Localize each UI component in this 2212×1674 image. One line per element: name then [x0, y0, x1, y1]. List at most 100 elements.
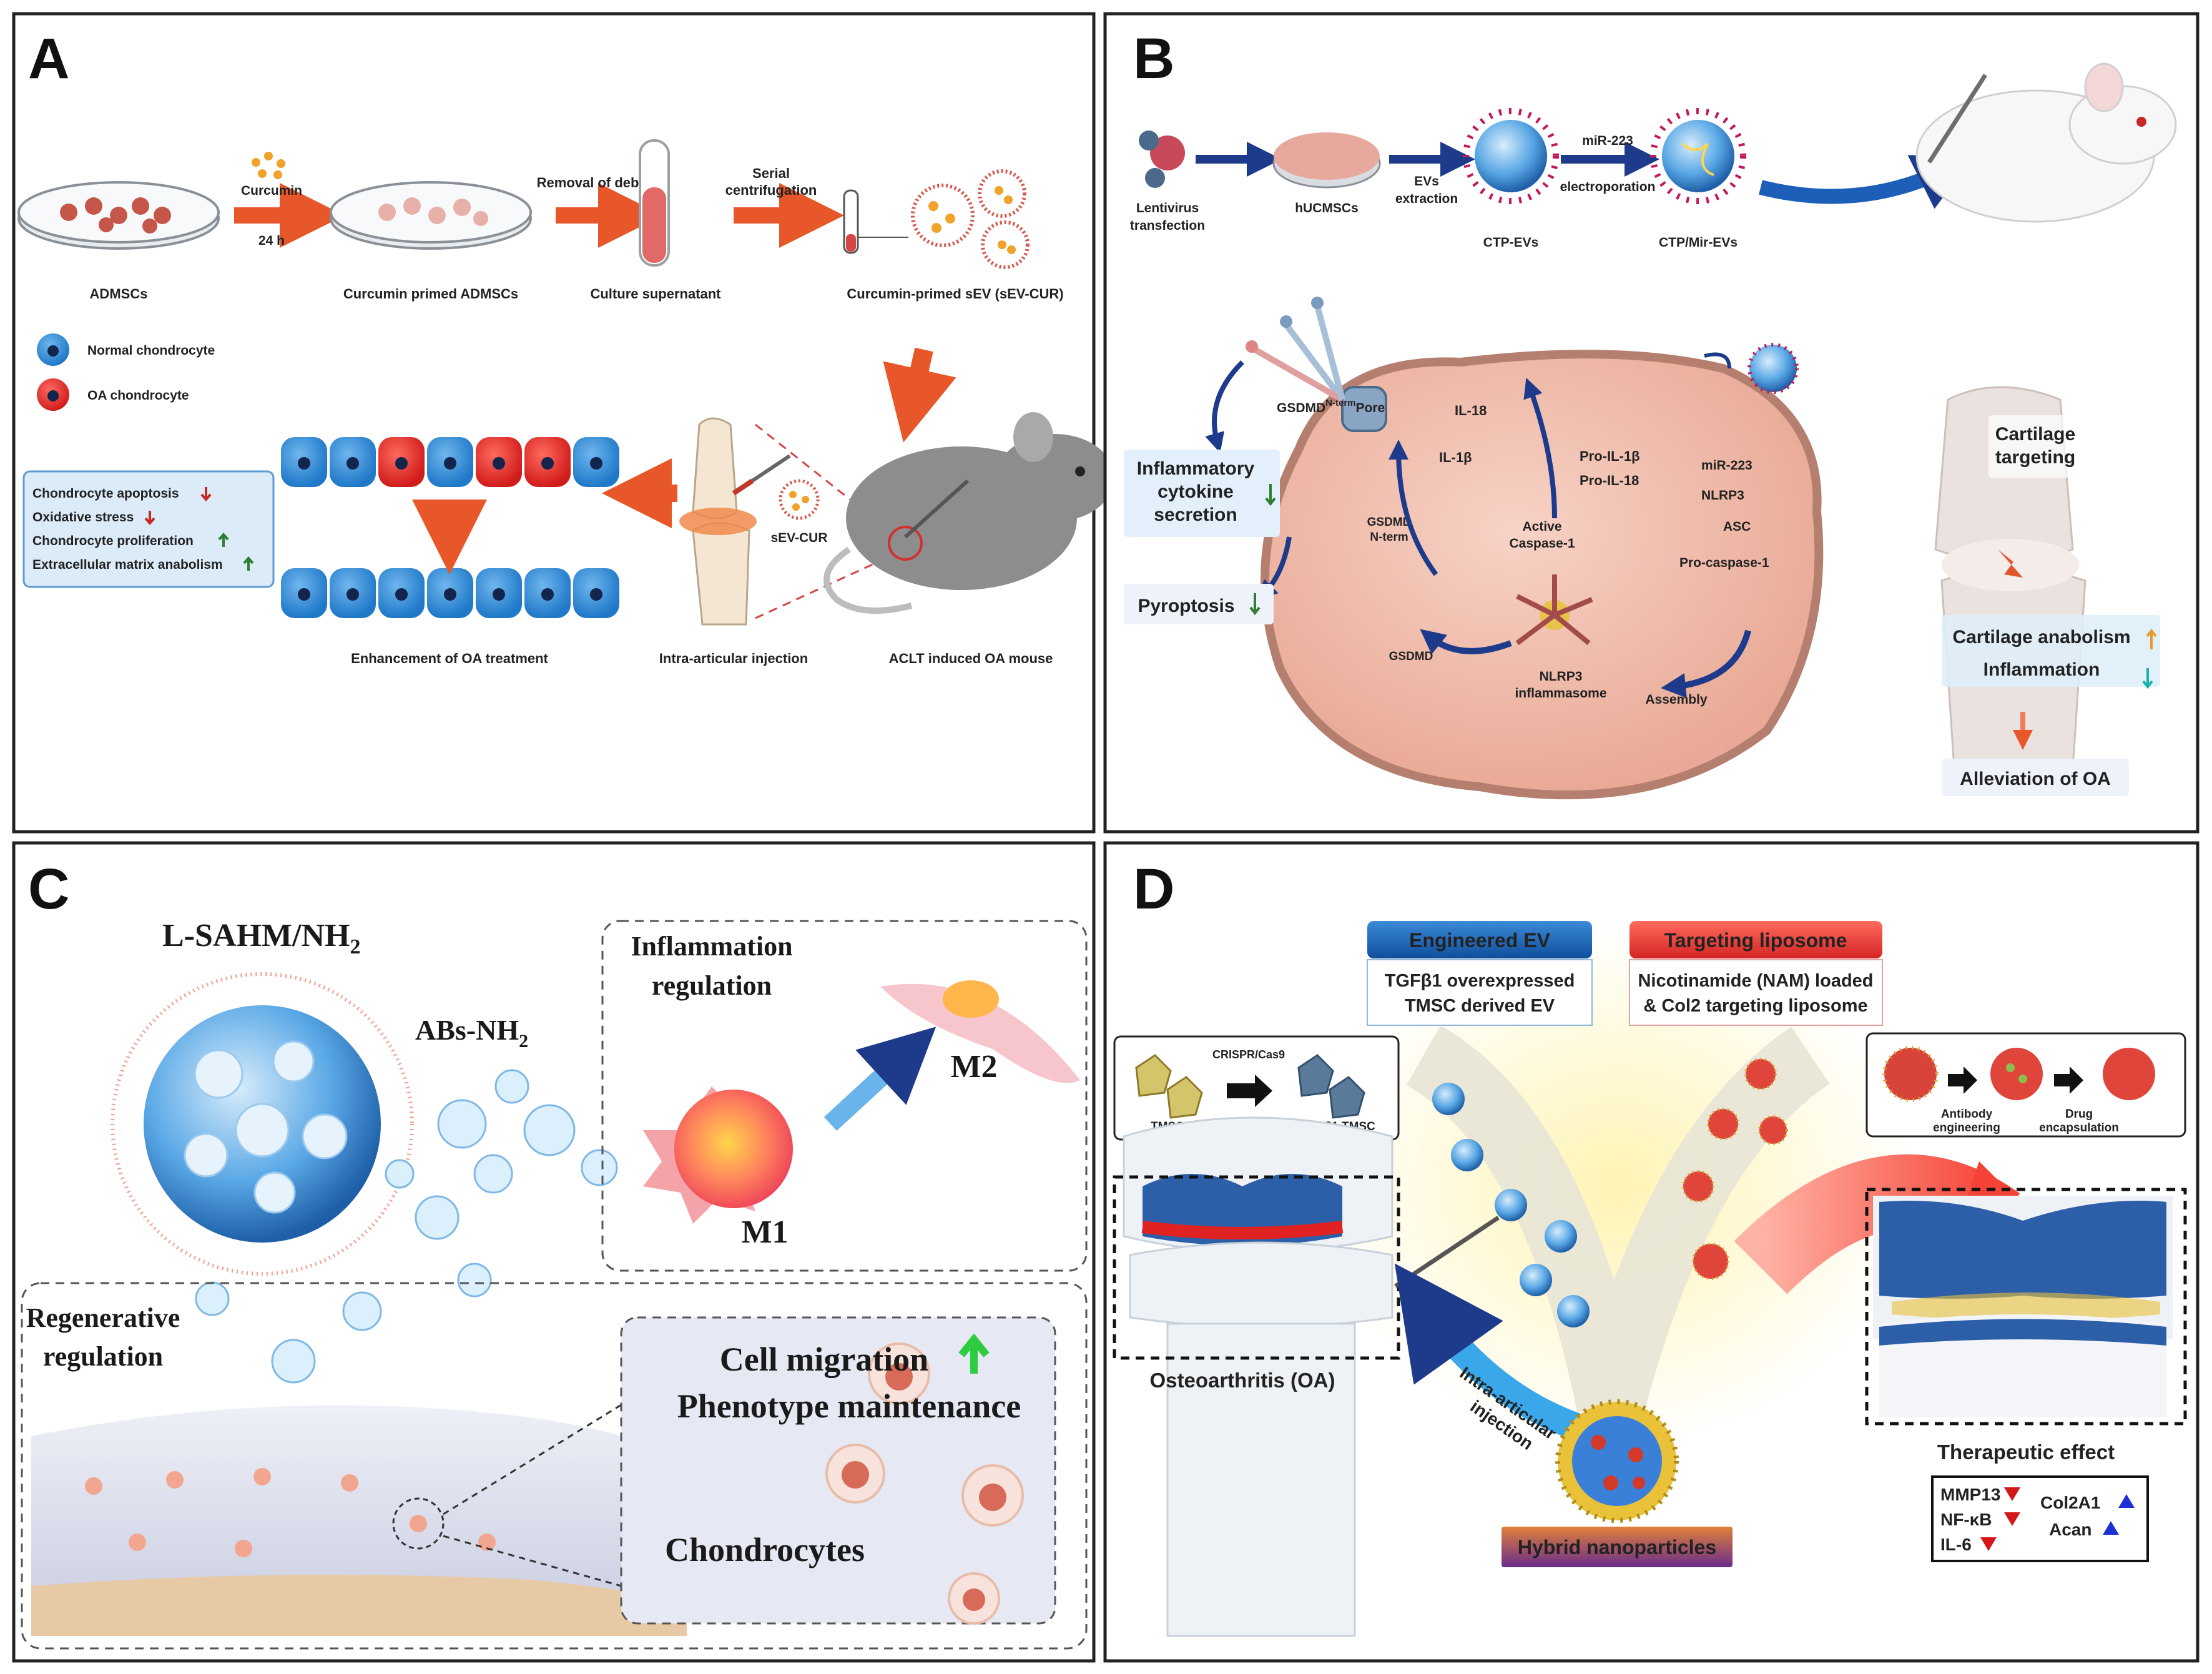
label-pro-il18: Pro-IL-18 — [1580, 473, 1639, 488]
triangle-up-icon — [2103, 1521, 2119, 1535]
effect-ecm: Extracellular matrix anabolism — [32, 558, 223, 572]
oa-cartilage-row — [281, 437, 619, 487]
arrow-up-green-icon — [958, 1333, 990, 1374]
liposome-stages-icon — [1882, 1046, 2155, 1102]
gsdmd-pore-icon — [1341, 386, 1387, 432]
label-abs-nh2: ABs-NH2 — [415, 1014, 528, 1051]
effect-apoptosis: Chondrocyte apoptosis — [32, 486, 179, 501]
panel-c: C L-SAHM/NH2 ABs-NH2 Inflammation regula… — [12, 841, 1096, 1663]
label-nlrp3-inflammasome-2: inflammasome — [1515, 686, 1606, 701]
label-encapsulation: encapsulation — [2039, 1121, 2119, 1135]
label-ctp-evs: CTP-EVs — [1483, 235, 1539, 250]
normal-chondrocyte-cell — [573, 437, 619, 487]
curcumin-dots-icon — [252, 152, 285, 179]
therapeutic-knee-icon — [1873, 1196, 2173, 1417]
arrow-up-icon — [2146, 628, 2157, 649]
treated-cartilage-row — [281, 568, 619, 618]
label-extraction: extraction — [1395, 192, 1458, 206]
triangle-up-icon — [2118, 1494, 2135, 1508]
normal-chondrocyte-cell — [573, 568, 619, 618]
label-pyroptosis: Pyroptosis — [1138, 596, 1234, 616]
alleviation-box — [1942, 759, 2129, 796]
label-targeting-liposome: Targeting liposome — [1664, 929, 1847, 952]
engineered-ev-banner — [1367, 921, 1592, 958]
label-ctp-mir-evs: CTP/Mir-EVs — [1659, 235, 1738, 250]
effects-box: Chondrocyte apoptosis Oxidative stress C… — [22, 470, 275, 588]
effect-oxidative: Oxidative stress — [32, 510, 134, 524]
l-sahm-particle-icon — [111, 972, 414, 1276]
label-regenerative-2: regulation — [43, 1341, 163, 1372]
arrow-to-il — [1523, 377, 1557, 519]
label-hucmscs: hUCMSCs — [1295, 201, 1359, 215]
label-chondrocytes: Chondrocytes — [665, 1531, 865, 1568]
panel-d: D Engineered EV TGFβ1 overexpressed TMSC… — [1103, 841, 2200, 1663]
marker-mmp13: MMP13 — [1940, 1485, 2000, 1504]
normal-chondrocyte-cell — [281, 437, 327, 487]
tmsc-cells-icon — [1135, 1054, 1203, 1119]
label-phenotype: Phenotype maintenance — [677, 1387, 1021, 1425]
cartilage-layer-icon — [31, 1404, 687, 1636]
regenerative-regulation-box — [21, 1282, 1088, 1650]
arrow-assembly — [1661, 629, 1751, 698]
marker-nfkb: NF-κB — [1940, 1510, 1992, 1529]
label-24h: 24 h — [258, 234, 285, 248]
legend-normal-chondrocyte: Normal chondrocyte — [37, 333, 215, 366]
arrow-down-icon — [1249, 593, 1261, 616]
oa-chondrocyte-cell — [378, 437, 425, 487]
label-cytokine: cytokine — [1158, 481, 1234, 502]
oa-chondrocyte-cell — [524, 437, 571, 487]
label-active: Active — [1522, 519, 1561, 534]
label-pro-caspase: Pro-caspase-1 — [1679, 556, 1769, 570]
sev-cur-small-icon — [779, 479, 820, 520]
panel-a: A ADMSCs Curcumin 24 h Curcumin primed A… — [12, 12, 1114, 834]
legend-oa-label: OA chondrocyte — [87, 388, 189, 403]
inflammation-regulation-box — [601, 920, 1088, 1272]
pyroptosis-box — [1124, 584, 1274, 624]
hucmsc-dish-icon — [1272, 132, 1381, 189]
down-markers: MMP13 NF-κB IL-6 — [1940, 1485, 2020, 1554]
arrow-black-icon — [1227, 1075, 1272, 1107]
normal-chondrocyte-cell — [378, 568, 425, 618]
label-anabolism: Cartilage anabolism — [1952, 627, 2130, 647]
label-gsdmd-nterm: GSDMD — [1367, 516, 1412, 529]
effect-box-b — [1942, 615, 2160, 687]
label-crispr: CRISPR/Cas9 — [1212, 1048, 1285, 1061]
mouse-icon — [823, 412, 1114, 614]
label-mir223-top: miR-223 — [1582, 134, 1633, 148]
knee-joint-icon — [679, 417, 791, 626]
marker-il6: IL-6 — [1940, 1535, 1972, 1554]
label-inflammation-reg-1: Inflammation — [631, 931, 792, 962]
normal-chondrocyte-cell — [427, 437, 473, 487]
label-engineering: engineering — [1933, 1121, 2000, 1135]
normal-chondrocyte-cell — [330, 437, 376, 487]
inflammasome-icon — [1515, 574, 1593, 646]
normal-chondrocyte-cell — [476, 568, 522, 618]
label-intra-articular: Intra-articular injection — [659, 651, 808, 666]
arrow-injection — [1394, 1263, 1581, 1440]
marker-acan: Acan — [2049, 1520, 2092, 1539]
label-m1: M1 — [741, 1214, 788, 1250]
label-engineered-ev: Engineered EV — [1409, 929, 1551, 952]
marker-col2a1: Col2A1 — [2040, 1493, 2100, 1512]
ctp-ev-icon — [1463, 108, 1559, 204]
label-asc: ASC — [1723, 519, 1751, 534]
panel-b-letter: B — [1133, 27, 1174, 91]
label-centrifugation: centrifugation — [725, 182, 817, 198]
label-transfection: transfection — [1130, 219, 1205, 233]
m1-macrophage-icon — [643, 1086, 793, 1224]
label-curcumin-primed-admscs: Curcumin primed ADMSCs — [343, 286, 518, 302]
targeting-liposome-banner — [1630, 921, 1882, 958]
label-drug: Drug — [2065, 1108, 2093, 1121]
label-alleviation: Alleviation of OA — [1960, 769, 2111, 789]
legend-normal-label: Normal chondrocyte — [87, 343, 215, 358]
label-nlrp3: NLRP3 — [1701, 488, 1744, 503]
lentivirus-icon — [1139, 130, 1185, 188]
label-caspase1: Caspase-1 — [1509, 536, 1575, 551]
label-lsahm: L-SAHM/NH2 — [162, 918, 360, 958]
panel-a-letter: A — [28, 27, 69, 91]
arrow-down-icon — [200, 487, 212, 502]
ev-entering-icon — [1747, 343, 1799, 394]
arrow-down-icon — [2142, 668, 2153, 689]
label-regenerative-1: Regenerative — [26, 1302, 180, 1333]
